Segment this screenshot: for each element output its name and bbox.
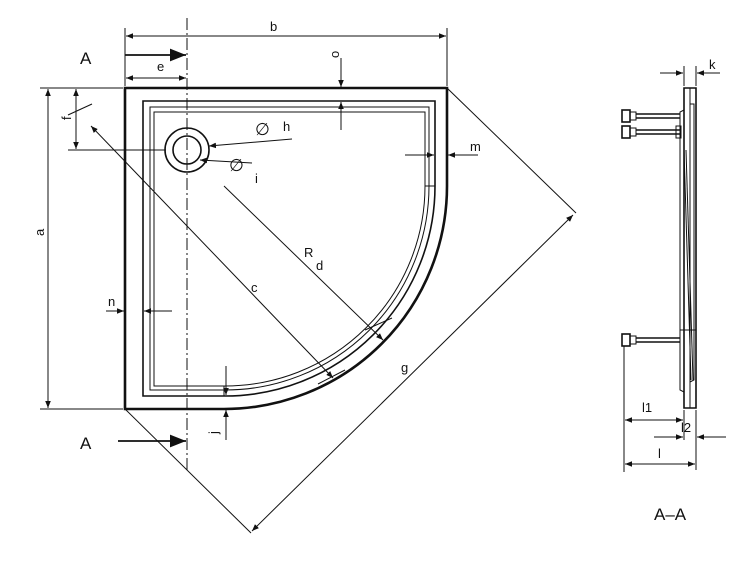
label-o: o	[327, 51, 342, 58]
label-d: d	[316, 258, 323, 273]
label-l1: l1	[642, 400, 652, 415]
label-c: c	[251, 280, 258, 295]
dimension-k	[660, 66, 720, 86]
label-b: b	[270, 19, 277, 34]
label-g: g	[401, 360, 408, 375]
dimension-radius	[223, 185, 393, 341]
drain-pipe-top	[621, 109, 680, 123]
section-view	[621, 66, 726, 472]
label-e: e	[157, 59, 164, 74]
label-m: m	[470, 139, 481, 154]
label-i: i	[255, 171, 258, 186]
tray-basin-edge	[149, 106, 430, 391]
dimension-g	[124, 87, 577, 534]
dimension-b	[124, 28, 448, 86]
drain-pipe-bottom	[621, 333, 680, 347]
label-k: k	[709, 57, 716, 72]
dimension-l2	[654, 410, 726, 470]
label-f: f	[59, 116, 74, 120]
label-diameter-i: ∅	[229, 156, 244, 176]
dimension-l1	[623, 346, 685, 472]
label-l2: l2	[681, 420, 691, 435]
tray-plan-view	[123, 86, 449, 411]
tray-outer-outline	[123, 86, 449, 411]
label-n: n	[108, 294, 115, 309]
label-R: R	[304, 245, 313, 260]
dimension-c	[67, 103, 346, 385]
label-h: h	[283, 119, 290, 134]
drain-pipe-middle	[621, 125, 682, 139]
label-l: l	[658, 446, 661, 461]
label-section-title: A–A	[654, 505, 687, 524]
labels: b A e o f ∅ h ∅ i m a R d c n g j A k l1…	[32, 19, 716, 524]
dimension-f	[68, 89, 166, 151]
label-j: j	[206, 431, 221, 435]
tray-section-body	[683, 87, 697, 409]
label-section-bottom: A	[80, 434, 92, 453]
diameter-leaders	[199, 138, 293, 164]
label-diameter-h: ∅	[255, 120, 270, 140]
dimension-a	[40, 87, 123, 410]
label-section-top: A	[80, 49, 92, 68]
label-a: a	[32, 228, 47, 236]
